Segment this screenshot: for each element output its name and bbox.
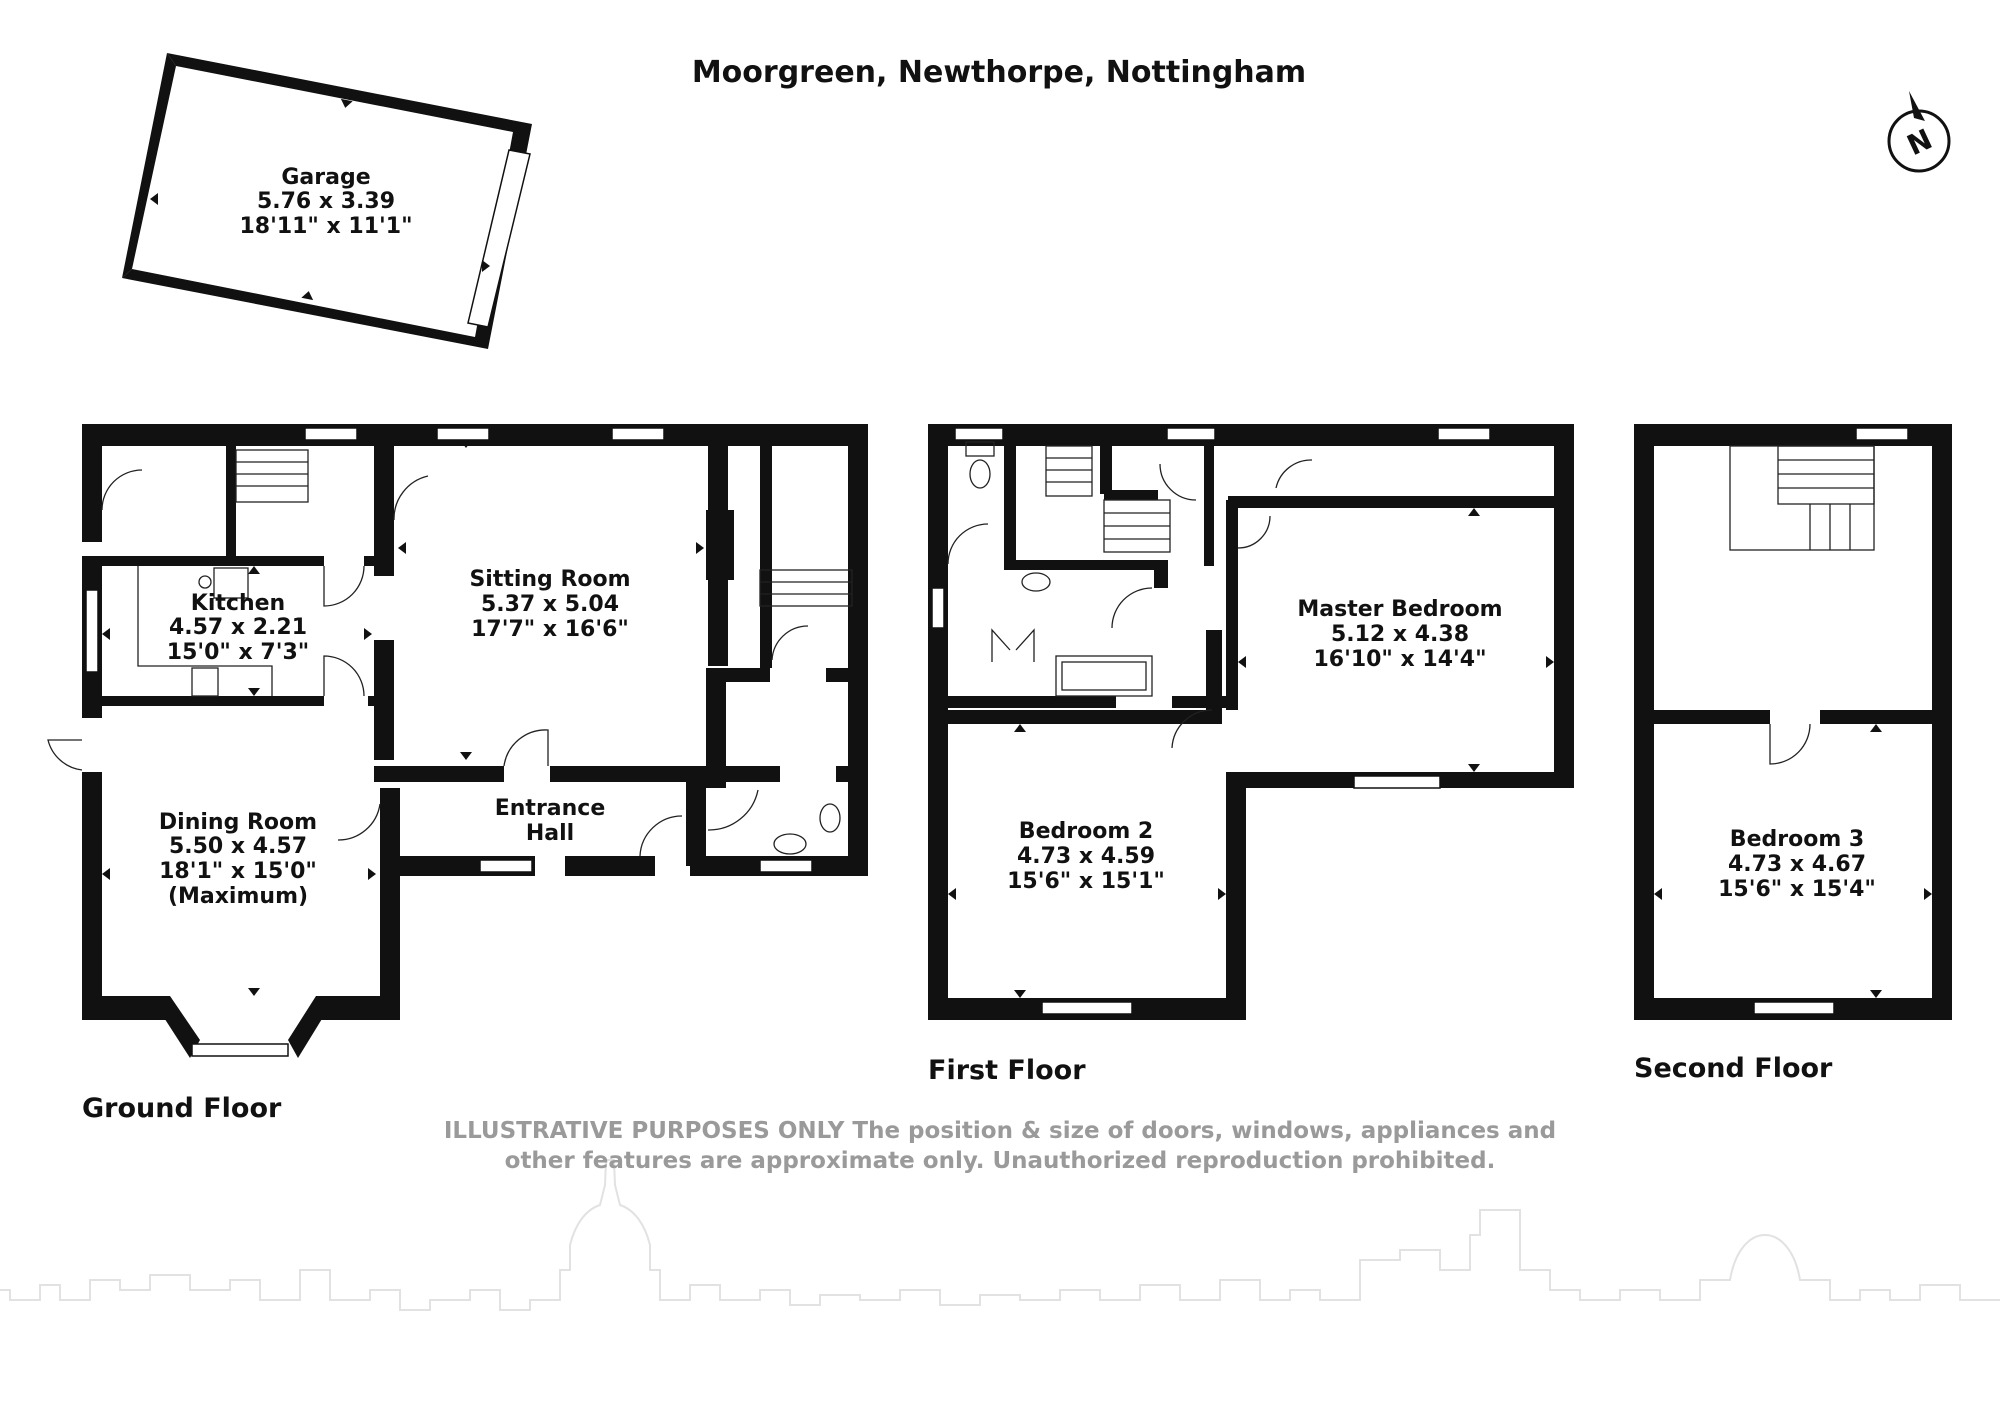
page-title: Moorgreen, Newthorpe, Nottingham [692,55,1306,90]
garage-imperial: 18'11" x 11'1" [239,214,412,239]
kitchen-imperial: 15'0" x 7'3" [167,640,309,665]
bedroom-2-metric: 4.73 x 4.59 [1017,844,1155,869]
entrance-hall-name-line2: Hall [526,821,574,846]
garage-metric: 5.76 x 3.39 [257,189,395,214]
first-floor-plan: Master Bedroom 5.12 x 4.38 16'10" x 14'4… [928,424,1574,1020]
sitting-room-metric: 5.37 x 5.04 [481,592,619,617]
master-bedroom-name: Master Bedroom [1297,597,1502,622]
dining-room-name: Dining Room [159,810,317,835]
bedroom-3-imperial: 15'6" x 15'4" [1718,877,1876,902]
bedroom-2-name: Bedroom 2 [1019,819,1153,844]
bedroom-3-metric: 4.73 x 4.67 [1728,852,1866,877]
master-bedroom-metric: 5.12 x 4.38 [1331,622,1469,647]
compass-north-label: N [1902,122,1937,162]
dining-room-imperial: 18'1" x 15'0" [159,859,317,884]
sitting-room-imperial: 17'7" x 16'6" [471,617,629,642]
compass-icon: N [1887,91,1951,173]
kitchen-name: Kitchen [191,591,285,616]
sitting-room-name: Sitting Room [469,567,630,592]
garage-plan: Garage 5.76 x 3.39 18'11" x 11'1" [122,53,532,349]
bedroom-3-name: Bedroom 3 [1730,827,1864,852]
skyline-watermark [0,1159,2000,1311]
second-floor-plan: Bedroom 3 4.73 x 4.67 15'6" x 15'4" [1634,424,1952,1020]
second-floor-label: Second Floor [1634,1053,1833,1084]
garage-name: Garage [281,165,370,190]
master-bedroom-imperial: 16'10" x 14'4" [1313,647,1486,672]
entrance-hall-name: Entrance [495,796,606,821]
dining-room-note: (Maximum) [168,884,308,909]
disclaimer-line-1: ILLUSTRATIVE PURPOSES ONLY The position … [444,1118,1556,1144]
ground-floor-plan: Kitchen 4.57 x 2.21 15'0" x 7'3" Sitting… [47,424,868,1058]
kitchen-metric: 4.57 x 2.21 [169,615,307,640]
disclaimer-line-2: other features are approximate only. Una… [505,1148,1496,1174]
ground-floor-label: Ground Floor [82,1093,282,1124]
first-floor-label: First Floor [928,1055,1086,1086]
bedroom-2-imperial: 15'6" x 15'1" [1007,869,1165,894]
dining-room-metric: 5.50 x 4.57 [169,834,307,859]
